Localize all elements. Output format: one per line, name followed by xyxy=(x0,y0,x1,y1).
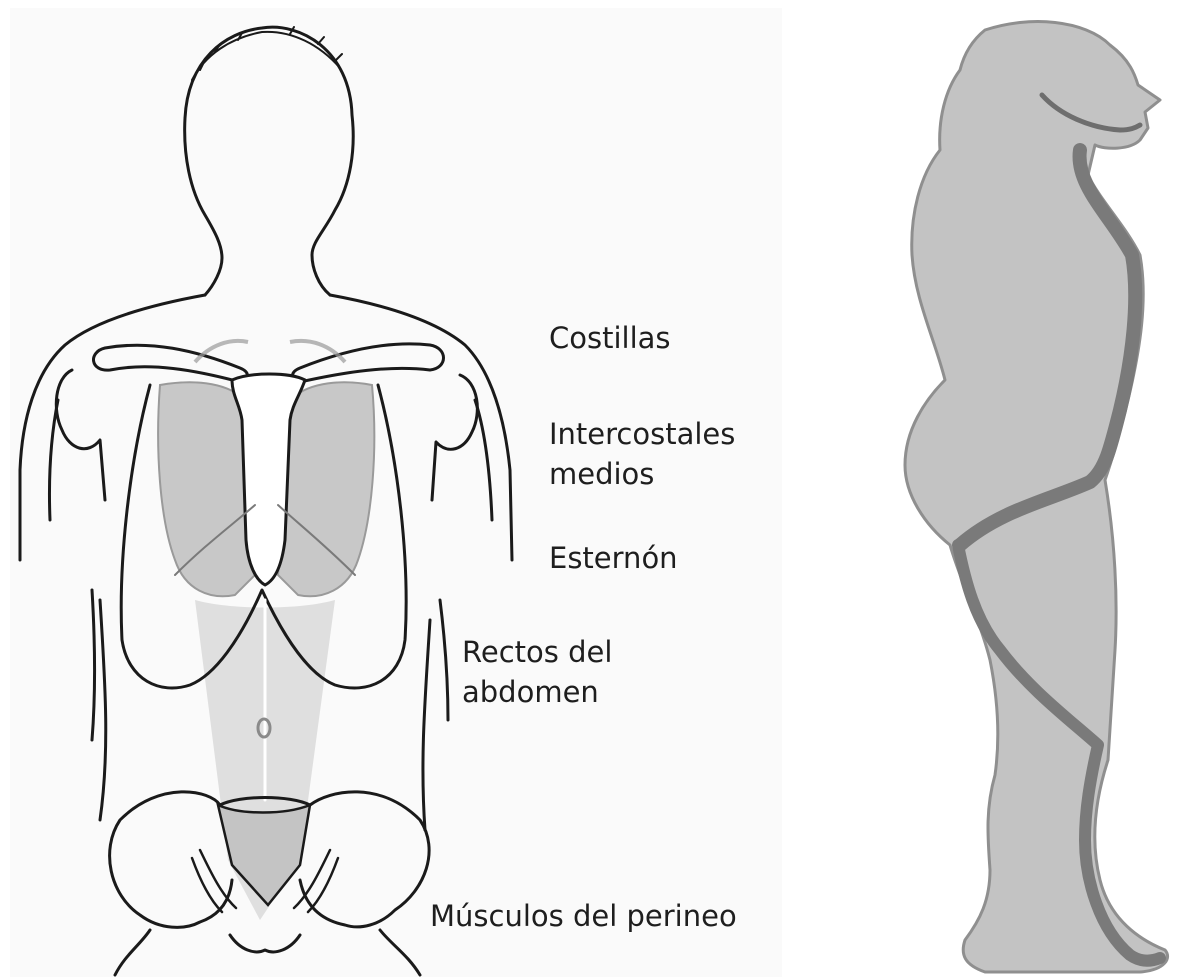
side-figure xyxy=(905,22,1168,972)
label-intercostales-line2: medios xyxy=(549,454,735,494)
label-rectos-del-abdomen: Rectos del abdomen xyxy=(462,632,612,712)
label-intercostales-medios: Intercostales medios xyxy=(549,414,735,494)
label-intercostales-line1: Intercostales xyxy=(549,414,735,454)
label-esternon: Esternón xyxy=(549,538,678,578)
label-rectos-line1: Rectos del xyxy=(462,632,612,672)
label-musculos-del-perineo: Músculos del perineo xyxy=(430,896,737,936)
label-costillas: Costillas xyxy=(549,318,671,358)
label-rectos-line2: abdomen xyxy=(462,672,612,712)
